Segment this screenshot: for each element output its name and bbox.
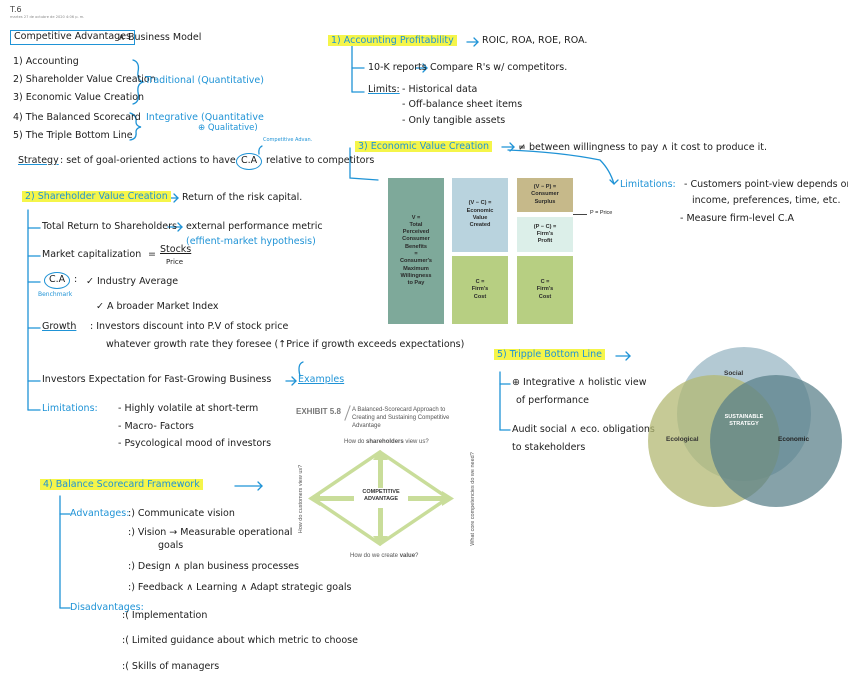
- bsc-disadvantages-label: Disadvantages:: [70, 602, 144, 613]
- investors-expectation: Investors Expectation for Fast-Growing B…: [42, 374, 272, 385]
- venn-economic-circle: [710, 375, 842, 507]
- accounting-limits-label: Limits:: [368, 84, 400, 95]
- evc-limitation-1-cont: income, preferences, time, etc.: [692, 195, 841, 206]
- market-cap-denominator: Price: [166, 258, 184, 266]
- growth-line-2: whatever growth rate they foresee (↑Pric…: [106, 339, 465, 350]
- method-item-3: 3) Economic Value Creation: [13, 92, 145, 103]
- exhibit-label: EXHIBIT 5.8: [296, 407, 341, 416]
- accounting-title: 1) Accounting Profitability: [328, 35, 457, 46]
- svc-limitations-label: Limitations:: [42, 403, 98, 414]
- method-item-4: 4) The Balanced Scorecard: [13, 112, 141, 123]
- accounting-compare: Compare R's w/ competitors.: [430, 62, 568, 73]
- tbl-point-2-cont: to stakeholders: [512, 442, 586, 453]
- market-cap-equals: =: [148, 249, 156, 260]
- accounting-limit-2: - Off-balance sheet items: [402, 99, 523, 110]
- bsc-title: 4) Balance Scorecard Framework: [40, 479, 203, 490]
- page-timestamp: martes 27 de octubre de 2020 4:06 p. m.: [10, 15, 85, 19]
- tbl-point-1: ⊕ Integrative ∧ holistic view: [512, 377, 647, 388]
- qualitative-label: ⊕ Qualitative): [198, 123, 258, 133]
- venn-center-label: SUSTAINABLE STRATEGY: [724, 414, 764, 428]
- strategy-definition: : set of goal-oriented actions to have: [60, 155, 236, 166]
- business-model-text: ∧ Business Model: [118, 32, 202, 43]
- traditional-label: Traditional (Quantitative): [145, 75, 264, 86]
- evc-limitations-label: Limitations:: [620, 179, 676, 190]
- accounting-limit-1: - Historical data: [402, 84, 478, 95]
- strategy-ca-circled: C.A: [236, 153, 263, 170]
- method-item-1: 1) Accounting: [13, 56, 79, 67]
- bsc-advantage-4: :) Feedback ∧ Learning ∧ Adapt strategic…: [128, 582, 352, 593]
- bsc-advantage-2: :) Vision → Measurable operational: [128, 527, 293, 538]
- svc-limitation-3: - Psycological mood of investors: [118, 438, 272, 449]
- page-title: T.6: [10, 5, 22, 14]
- tsr-definition: external performance metric: [186, 221, 323, 232]
- venn-social-label: Social: [724, 370, 744, 377]
- ca-benchmark-note: Benchmark: [38, 291, 73, 298]
- bsc-disadvantage-2: :( Limited guidance about which metric t…: [122, 635, 358, 646]
- ca-colon: :: [74, 274, 78, 285]
- svc-limitation-1: - Highly volatile at short-term: [118, 403, 259, 414]
- pc-block: (P − C) = Firm's Profit: [517, 217, 573, 252]
- tsr-note: (effient-market hypothesis): [186, 236, 316, 247]
- bsc-advantage-1: :) Communicate vision: [128, 508, 235, 519]
- accounting-limit-3: - Only tangible assets: [402, 115, 506, 126]
- svc-definition: Return of the risk capital.: [182, 192, 303, 203]
- bsc-disadvantage-1: :( Implementation: [122, 610, 208, 621]
- strategy-label: Strategy: [18, 155, 59, 166]
- bsc-advantages-label: Advantages:: [70, 508, 130, 519]
- vc-block: (V − C) = Economic Value Created: [452, 178, 508, 252]
- exhibit-title: A Balanced-Scorecard Approach to Creatin…: [352, 407, 450, 430]
- method-item-2: 2) Shareholder Value Creation: [13, 74, 156, 85]
- svc-title: 2) Shareholder Value Creation: [22, 191, 171, 202]
- c-block-2: C = Firm's Cost: [517, 256, 573, 324]
- competitive-advantages-title: Competitive Advantages: [10, 30, 135, 45]
- vp-block: (V − P) = Consumer Surplus: [517, 178, 573, 212]
- competitive-advan-note: Competitive Advan.: [263, 137, 313, 143]
- evc-title: 3) Economic Value Creation: [355, 141, 493, 152]
- exhibit-bottom-question: How do we create value?: [350, 553, 419, 559]
- tbl-title: 5) Tripple Bottom Line: [494, 349, 605, 360]
- v-block: V = Total Perceived Consumer Benefits = …: [388, 178, 444, 324]
- tsr-label: Total Return to Shareholders: [42, 221, 177, 232]
- c-block-1: C = Firm's Cost: [452, 256, 508, 324]
- price-line: [573, 214, 587, 215]
- accounting-10k: 10-K reports: [368, 62, 427, 73]
- bsc-advantage-2-cont: goals: [158, 540, 184, 551]
- ca-industry-average: ✓ Industry Average: [86, 276, 179, 287]
- bsc-disadvantage-3: :( Skills of managers: [122, 661, 220, 672]
- tbl-point-2: Audit social ∧ eco. obligations: [512, 424, 655, 435]
- svc-limitation-2: - Macro- Factors: [118, 421, 194, 432]
- venn-ecological-label: Ecological: [666, 436, 699, 443]
- tbl-point-1-cont: of performance: [516, 395, 590, 406]
- evc-definition: ≠ between willingness to pay ∧ it cost t…: [518, 142, 767, 153]
- exhibit-top-question: How do shareholders view us?: [344, 439, 429, 445]
- evc-limitation-1: - Customers point-view depends on: [684, 179, 848, 190]
- examples-link[interactable]: Examples: [298, 374, 345, 385]
- method-item-5: 5) The Triple Bottom Line: [13, 130, 133, 141]
- evc-limitation-2: - Measure firm-level C.A: [680, 213, 795, 224]
- strategy-definition-end: relative to competitors: [266, 155, 375, 166]
- integrative-label: Integrative (Quantitative: [146, 112, 264, 123]
- ca-market-index: ✓ A broader Market Index: [96, 301, 219, 312]
- venn-economic-label: Economic: [778, 436, 810, 443]
- market-cap-label: Market capitalization: [42, 249, 142, 260]
- price-label: P = Price: [590, 210, 613, 216]
- accounting-ratios: ROIC, ROA, ROE, ROA.: [482, 35, 588, 46]
- exhibit-center-label: COMPETITIVE ADVANTAGE: [362, 489, 400, 503]
- growth-line-1: : Investors discount into P.V of stock p…: [90, 321, 289, 332]
- growth-label: Growth: [42, 321, 77, 332]
- ca-circled: C.A: [44, 272, 71, 289]
- market-cap-numerator: Stocks: [160, 244, 192, 255]
- bsc-advantage-3: :) Design ∧ plan business processes: [128, 561, 299, 572]
